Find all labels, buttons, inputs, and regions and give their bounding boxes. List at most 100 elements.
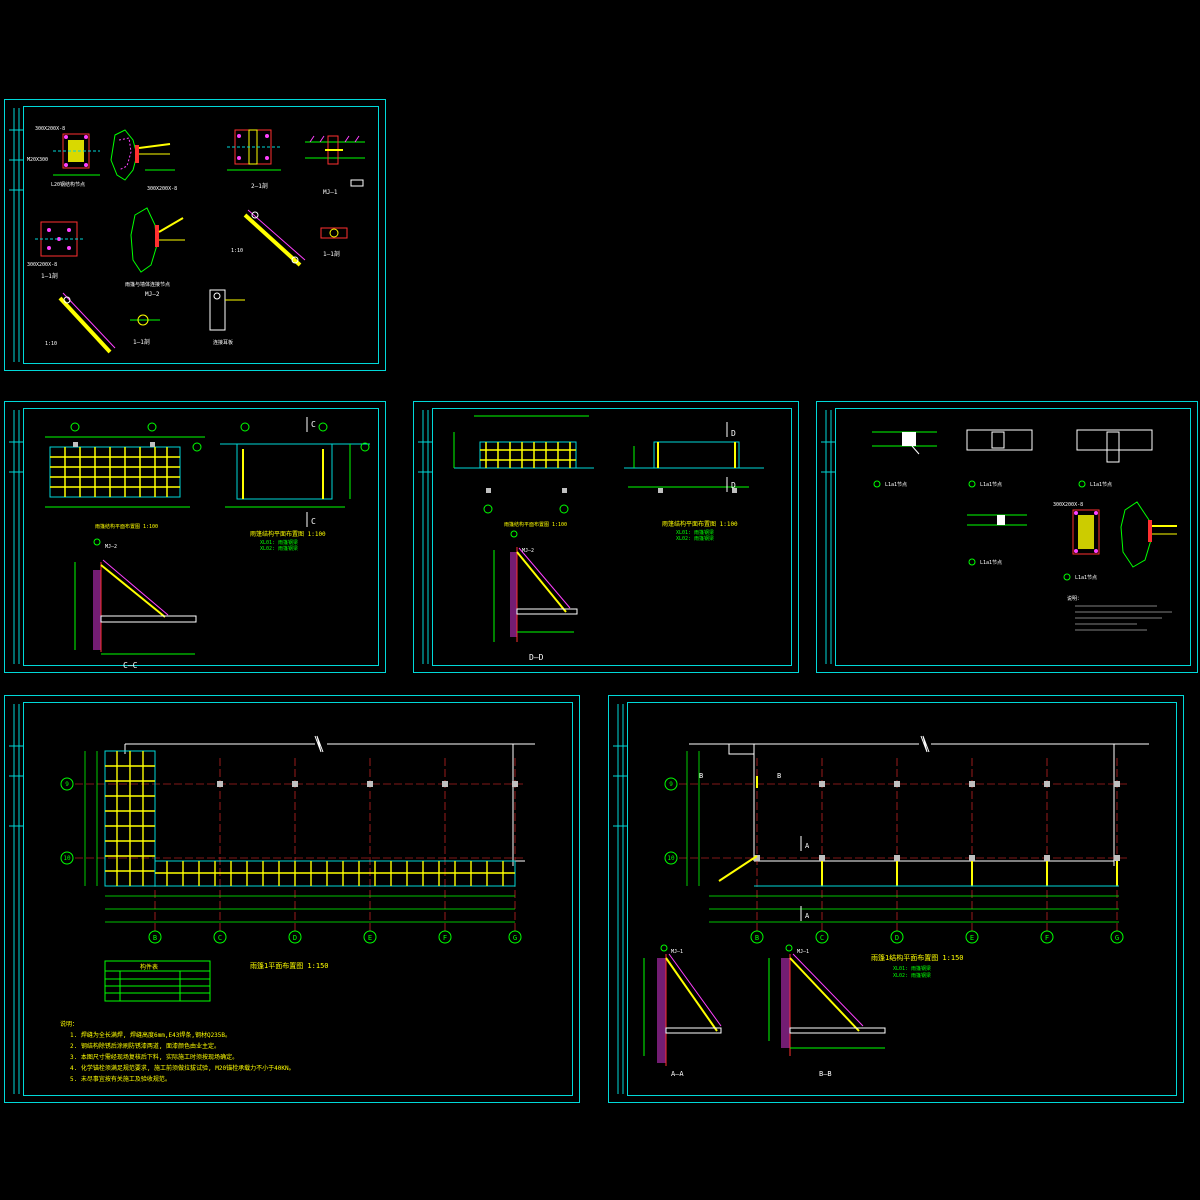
base-plate-detail-4: 300X200X-8 L1a1节点 [1053,502,1100,581]
cut-mark-top: C [311,420,316,429]
drawing-sheet-5: B C D E F G 9 10 雨篷1平面布置图 1:150 构件表 [4,695,580,1103]
base-plate-detail-3: 300X200X-8 1—1剖 [27,221,85,280]
plan-title: 雨篷1平面布置图 1:150 [250,961,329,970]
component-table: 构件表 [104,960,211,1002]
base-plate-detail-1: 300X200X-8 M20X300 L20钢结构节点 [27,126,100,188]
columns [754,781,1120,861]
svg-text:1:10: 1:10 [231,248,243,254]
canopy-frame-horizontal [154,860,516,887]
beam-plan-right: C C 雨篷结构平面布置图 1:100 XL01: 雨篷钢梁 XL02: 雨篷钢… [220,417,370,552]
note-3: 3. 本图尺寸需经现场复核后下料, 实际施工时须按现场确定。 [70,1053,238,1061]
mj-label-b: MJ—1 [797,949,809,955]
inclined-rod-detail-1: 1:10 [231,209,306,267]
rod-section-1: 1—1剖 [320,227,348,258]
section-label-b: B—B [819,1070,832,1078]
svg-text:L1a1节点: L1a1节点 [980,560,1002,566]
beam-grid-plan: 雨篷结构平面布置图 1:100 [45,422,205,530]
note-2: 2. 钢结构除锈后涂刷防锈漆两道, 面漆颜色由业主定。 [70,1042,220,1050]
beam-plan-right: D D 雨篷结构平面布置图 1:100 XL01: 雨篷钢梁 XL02: 雨篷钢… [624,422,764,542]
svg-text:1:10: 1:10 [45,341,57,347]
axis-label-e: E [970,934,974,942]
axis-label-e: E [368,934,372,942]
svg-text:雨篷与墙体连接节点: 雨篷与墙体连接节点 [125,281,170,288]
joint-detail-4: L1a1节点 [967,514,1027,566]
rod-section-2: 1—1剖 [130,314,160,346]
axis-label-f: F [443,934,447,942]
axis-bubbles-bottom [750,930,1124,944]
joint-detail-2: L1a1节点 [966,429,1033,488]
svg-text:M20X300: M20X300 [27,157,48,163]
canopy-1-plan: B C D E F G 9 10 雨篷1平面布置图 1:150 构件表 [9,704,535,1094]
svg-text:300X200X-8: 300X200X-8 [35,126,65,132]
section-d-d: MJ—2 D—D [493,530,578,662]
embedded-part-mj1: MJ—1 [305,135,365,196]
sheet-border [627,702,1177,1096]
plan-title: 雨篷1结构平面布置图 1:150 [871,953,964,962]
svg-text:1—1剖: 1—1剖 [41,272,58,280]
section-label: C—C [123,661,138,670]
svg-text:L1a1节点: L1a1节点 [980,482,1002,488]
svg-text:1—1剖: 1—1剖 [133,338,150,346]
building-outline [124,735,535,866]
axis-label-f: F [1045,934,1049,942]
note-xl02: XL02: 雨篷钢梁 [893,972,931,979]
svg-text:1—1剖: 1—1剖 [323,250,340,258]
notes-block: 说明： 1. 焊缝为全长满焊, 焊缝高度6mm,E43焊条,钢材Q235B。 2… [60,1020,295,1083]
section-label: D—D [529,653,544,662]
canopy-plan-and-section-d: 雨篷结构平面布置图 1:100 D D 雨篷结构平面布置图 1:100 XL01… [418,410,764,664]
svg-text:MJ—2: MJ—2 [145,291,160,298]
lug-plate-detail: 连接耳板 [209,289,245,346]
svg-text:MJ—1: MJ—1 [323,189,338,196]
axis-label-g: G [513,934,517,942]
grid-axes [679,758,1129,931]
section-a-a: MJ—1 A—A [643,944,722,1078]
sheet-border [23,702,573,1096]
cut-mark-b-right: B [777,772,781,780]
building-outline [689,735,1149,866]
note-xl01: XL01: 雨篷钢梁 [893,965,931,972]
axis-bubbles-bottom [148,930,522,944]
drawing-sheet-4: L1a1节点 L1a1节点 L1a1节点 L1a1节点 300X200X-8 [816,401,1198,673]
base-plate-detail-2: 2—1剖 [227,129,281,190]
notes-title: 说明： [1067,595,1082,602]
axis-bubbles-left [60,777,74,865]
columns [217,781,518,787]
section-c-c: MJ—2 C—C [74,538,197,670]
canopy-frame-vertical [104,750,156,887]
note-5: 5. 未尽事宜按有关施工及验收规范。 [70,1075,171,1083]
note-4: 4. 化学锚栓须满足规范要求, 施工前须做拉拔试验, M20锚栓承载力不小于40… [70,1064,295,1072]
svg-text:L1a1节点: L1a1节点 [1090,482,1112,488]
svg-text:2—1剖: 2—1剖 [251,182,268,190]
sheet-border [432,408,792,666]
cut-mark-b-left: B [699,772,703,780]
canopy-plan-and-section-c: 雨篷结构平面布置图 1:100 C C 雨篷结构平面布置图 1:100 XL01… [9,410,370,670]
mj-label-a: MJ—1 [671,949,683,955]
cut-mark-top: D [731,429,736,438]
drawing-sheet-3: 雨篷结构平面布置图 1:100 D D 雨篷结构平面布置图 1:100 XL01… [413,401,799,673]
svg-text:雨篷结构平面布置图 1:100: 雨篷结构平面布置图 1:100 [504,521,567,528]
notes-block: 说明： [1067,595,1172,631]
axis-label-b: B [153,934,157,942]
canopy-1-structure-plan: A A B B B C D E F G 9 10 雨篷1结构平面布置图 1:15… [613,704,1149,1094]
cut-mark-a-bottom: A [805,912,810,920]
svg-text:L1a1节点: L1a1节点 [1075,575,1097,581]
note-xl01: XL01: 雨篷钢梁 [260,539,298,546]
sheet-border [23,106,379,364]
axis-label-d: D [293,934,297,942]
axis-label-9: 9 [669,781,673,788]
beam-plan-left: 雨篷结构平面布置图 1:100 [453,415,594,528]
mj-label: MJ—2 [105,544,117,550]
notes-title: 说明： [60,1020,78,1028]
wall-anchor-detail-3 [1120,501,1177,568]
mj-label: MJ—2 [522,548,534,554]
section-b-b: MJ—1 B—B [768,944,886,1078]
axis-bubbles-left [664,777,678,865]
table-title: 构件表 [140,963,158,971]
drawing-sheet-6: A A B B B C D E F G 9 10 雨篷1结构平面布置图 1:15… [608,695,1184,1103]
svg-text:L20钢结构节点: L20钢结构节点 [51,181,85,188]
svg-text:300X200X-8: 300X200X-8 [27,262,57,268]
sheet-border [23,408,379,666]
plan-title: 雨篷结构平面布置图 1:100 [662,520,738,528]
cantilever-beams [756,776,1118,886]
axis-label-d: D [895,934,899,942]
